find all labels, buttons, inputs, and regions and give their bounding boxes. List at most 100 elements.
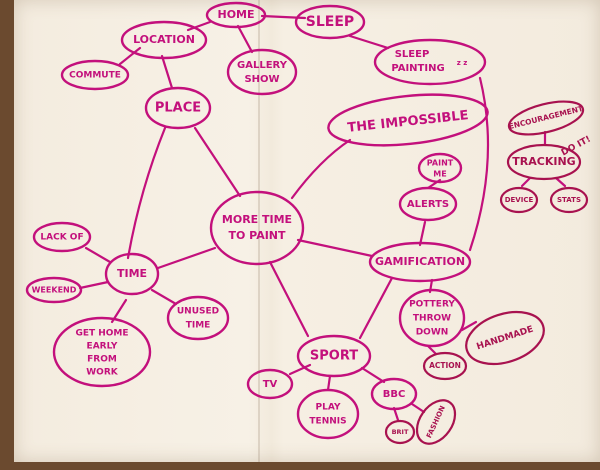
unused-bubble bbox=[166, 295, 230, 341]
place-label: PLACE bbox=[155, 101, 201, 116]
node-device: DEVICE bbox=[499, 186, 539, 214]
node-center: MORE TIME TO PAINT bbox=[209, 190, 305, 266]
center-label-l2: TO PAINT bbox=[228, 229, 286, 242]
link-sleeppainting-gamification bbox=[468, 76, 490, 252]
alerts-label: ALERTS bbox=[407, 199, 449, 210]
tracking-bubble bbox=[506, 143, 582, 181]
paint-me-bubble bbox=[417, 152, 463, 184]
impossible-label: THE IMPOSSIBLE bbox=[347, 108, 469, 136]
tv-label: TV bbox=[263, 379, 278, 390]
place-bubble bbox=[144, 86, 212, 130]
fashion-label: FASHION bbox=[425, 404, 447, 439]
device-bubble bbox=[499, 186, 539, 214]
link-center-impossible bbox=[290, 138, 352, 200]
sleep-painting-label-l2: PAINTING bbox=[391, 63, 444, 74]
link-sport-tennis bbox=[326, 374, 332, 392]
node-paint-me: PAINT ME bbox=[417, 152, 463, 184]
node-handmade: HANDMADE bbox=[465, 310, 545, 366]
home-label: HOME bbox=[217, 8, 254, 21]
node-bbc: BBC bbox=[370, 377, 418, 411]
link-home-location bbox=[186, 20, 212, 32]
pottery-label-l1: POTTERY bbox=[409, 300, 455, 310]
brit-label: BRIT bbox=[392, 428, 409, 436]
tracking-label: TRACKING bbox=[512, 155, 575, 168]
node-tracking: TRACKING bbox=[506, 143, 582, 181]
node-play-tennis: PLAY TENNIS bbox=[296, 388, 360, 440]
pottery-bubble bbox=[398, 288, 466, 348]
link-gamification-sport bbox=[358, 276, 394, 340]
link-time-lackof bbox=[84, 246, 112, 264]
location-label: LOCATION bbox=[133, 33, 195, 46]
node-brit: BRIT bbox=[384, 419, 416, 445]
node-gallery-show: GALLERY SHOW bbox=[226, 48, 298, 96]
commute-bubble bbox=[60, 59, 130, 91]
link-center-time bbox=[156, 246, 217, 270]
node-home: HOME bbox=[205, 1, 267, 29]
device-label: DEVICE bbox=[505, 196, 534, 204]
gamification-bubble bbox=[368, 241, 472, 283]
node-action: ACTION bbox=[422, 351, 468, 381]
node-sleep-painting: SLEEP PAINTING z z bbox=[373, 38, 487, 86]
paint-me-label-l1: PAINT bbox=[427, 159, 454, 168]
time-label: TIME bbox=[117, 267, 147, 280]
link-sleep-sleeppainting bbox=[348, 34, 390, 50]
handmade-bubble bbox=[465, 310, 545, 366]
weekend-label: WEEKEND bbox=[32, 286, 77, 295]
node-location: LOCATION bbox=[120, 20, 208, 60]
unused-label-l1: UNUSED bbox=[177, 307, 219, 317]
sleep-painting-bubble bbox=[373, 38, 487, 86]
commute-label: COMMUTE bbox=[69, 71, 121, 81]
link-tracking-device bbox=[520, 176, 532, 188]
link-center-gamification bbox=[296, 238, 374, 258]
node-pottery: POTTERY THROW DOWN bbox=[398, 288, 466, 348]
play-tennis-label-l2: TENNIS bbox=[309, 417, 346, 427]
tv-bubble bbox=[246, 368, 294, 400]
node-sleep: SLEEP bbox=[294, 4, 366, 40]
gallery-label-l2: SHOW bbox=[244, 74, 279, 85]
encouragement-label: ENCOURAGEMENT bbox=[508, 104, 585, 131]
sleep-bubble bbox=[294, 4, 366, 40]
link-location-place bbox=[160, 54, 174, 90]
lack-of-bubble bbox=[32, 221, 92, 253]
node-time: TIME bbox=[104, 252, 160, 296]
center-bubble bbox=[209, 190, 305, 266]
get-home-label-l3: FROM bbox=[87, 355, 117, 365]
gallery-label-l1: GALLERY bbox=[237, 60, 288, 71]
link-home-gallery bbox=[236, 24, 254, 54]
node-place: PLACE bbox=[144, 86, 212, 130]
paper-fold bbox=[258, 0, 260, 462]
link-time-weekend bbox=[78, 280, 110, 290]
weekend-bubble bbox=[25, 276, 83, 304]
link-sport-bbc bbox=[360, 366, 386, 384]
action-label: ACTION bbox=[429, 361, 461, 370]
node-gamification: GAMIFICATION bbox=[368, 241, 472, 283]
link-location-commute bbox=[118, 46, 142, 66]
encouragement-bubble bbox=[507, 100, 585, 136]
bbc-label: BBC bbox=[383, 389, 406, 400]
handmade-label: HANDMADE bbox=[476, 325, 535, 353]
node-lack-of: LACK OF bbox=[32, 221, 92, 253]
alerts-bubble bbox=[398, 186, 458, 222]
sport-bubble bbox=[296, 334, 372, 378]
sleep-painting-label-l1: SLEEP bbox=[395, 49, 430, 60]
time-bubble bbox=[104, 252, 160, 296]
get-home-label-l2: EARLY bbox=[87, 342, 118, 352]
fashion-bubble bbox=[415, 399, 457, 445]
brit-bubble bbox=[384, 419, 416, 445]
gamification-label: GAMIFICATION bbox=[375, 255, 465, 268]
node-tv: TV bbox=[246, 368, 294, 400]
link-gamification-alerts bbox=[418, 220, 427, 247]
link-place-center bbox=[193, 126, 242, 198]
lack-of-label: LACK OF bbox=[40, 233, 83, 243]
link-pottery-action bbox=[426, 344, 438, 356]
get-home-label-l4: WORK bbox=[86, 368, 119, 378]
bbc-bubble bbox=[370, 377, 418, 411]
node-sport: SPORT bbox=[296, 334, 372, 378]
action-bubble bbox=[422, 351, 468, 381]
sport-label: SPORT bbox=[310, 349, 358, 364]
paint-me-label-l2: ME bbox=[433, 170, 446, 179]
sleep-label: SLEEP bbox=[306, 14, 354, 30]
node-unused-time: UNUSED TIME bbox=[166, 295, 230, 341]
